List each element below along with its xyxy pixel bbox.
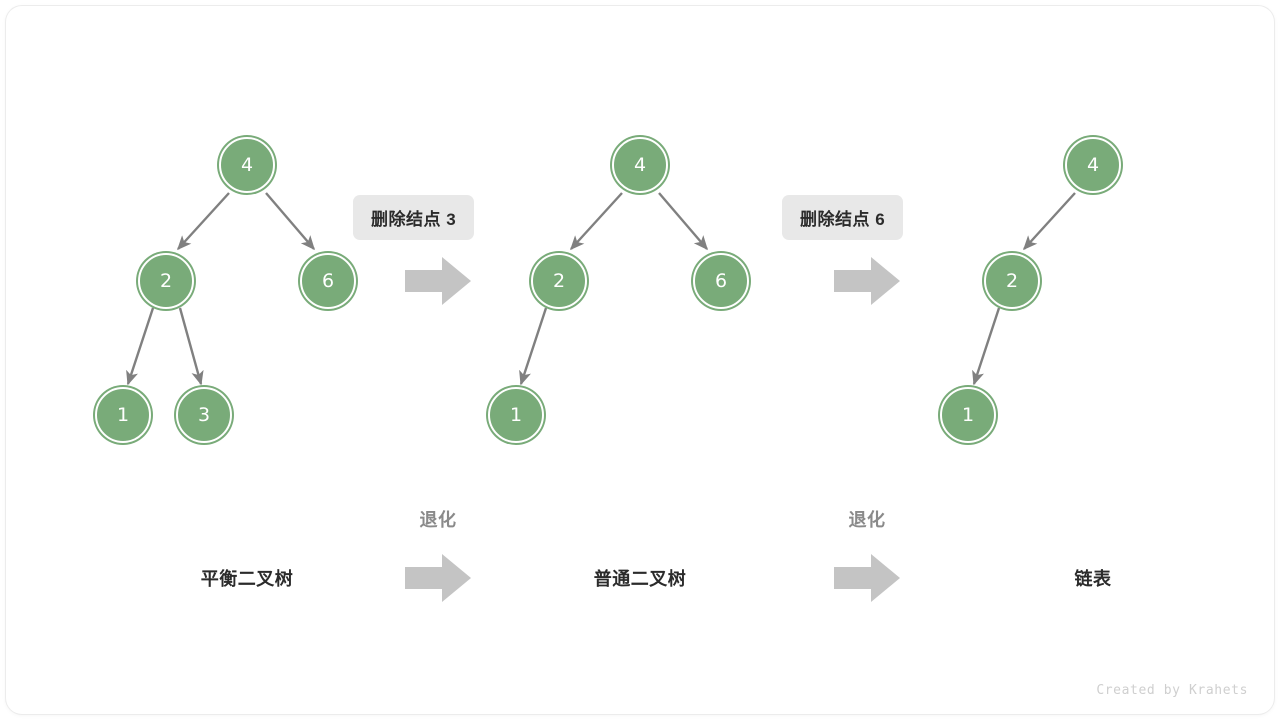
tree-node[interactable]: 2 [531,253,587,309]
tree-node[interactable]: 4 [1065,137,1121,193]
degenerate-label: 退化 [419,510,457,530]
edge-2-1 [972,307,1001,386]
tree-node[interactable]: 4 [219,137,275,193]
transition-arrow-icon [834,257,900,305]
watermark-credit: Created by Krahets [1096,683,1248,698]
tree-node[interactable]: 1 [95,387,151,443]
edge-2-1 [519,307,548,386]
stage-label-balanced-bst: 平衡二叉树 [200,569,294,589]
edge-4-2 [570,192,623,251]
degenerate-arrow-icon [405,554,471,602]
edge-2-1 [126,307,155,386]
tree-node[interactable]: 6 [693,253,749,309]
stage-label-linked-list: 链表 [1074,569,1112,589]
operation-label-delete-3: 删除结点 3 [353,195,475,240]
operation-label-delete-6: 删除结点 6 [782,195,904,240]
tree-node[interactable]: 1 [940,387,996,443]
tree-node[interactable]: 6 [300,253,356,309]
tree-node[interactable]: 1 [488,387,544,443]
tree-node[interactable]: 3 [176,387,232,443]
degenerate-arrow-icon [834,554,900,602]
tree-node[interactable]: 2 [984,253,1040,309]
edge-4-2 [177,192,230,251]
edge-4-6 [658,192,708,251]
edge-4-2 [1023,192,1076,251]
tree-node[interactable]: 4 [612,137,668,193]
tree-node[interactable]: 2 [138,253,194,309]
transition-arrow-icon [405,257,471,305]
edge-4-6 [265,192,315,251]
edge-2-3 [178,307,204,386]
stage-label-ordinary-bst: 普通二叉树 [593,569,687,589]
figure-card [6,6,1274,714]
degenerate-label: 退化 [848,510,886,530]
